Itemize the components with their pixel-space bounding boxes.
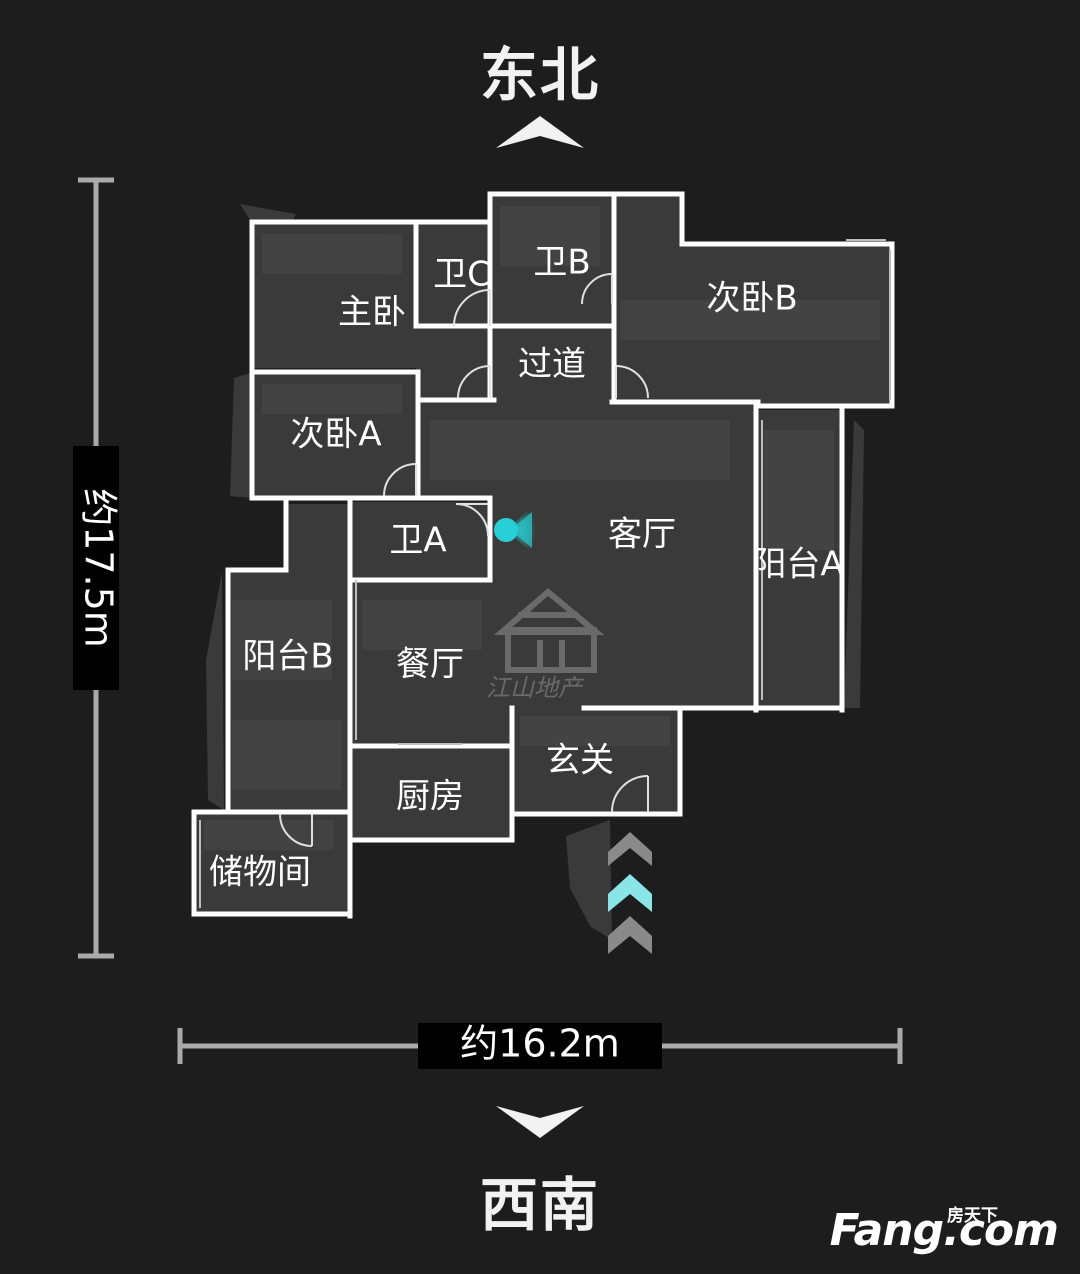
room-labels: 主卧 卫C 卫B 次卧B 过道 次卧A 卫A 客厅 阳台A 阳台B 餐厅 玄关 … xyxy=(209,243,844,893)
height-dimension: 约17.5m xyxy=(73,177,121,959)
watermark-logo: 江山地产 xyxy=(486,588,605,702)
windows xyxy=(199,239,891,908)
room-label-second-bedroom-b: 次卧B xyxy=(706,279,797,319)
room-label-bath-b: 卫B xyxy=(533,243,590,283)
brand-logo: Fang.com xyxy=(829,1205,1059,1256)
room-label-bath-a: 卫A xyxy=(389,521,446,561)
width-dimension-label: 约16.2m xyxy=(460,1022,620,1066)
direction-top-label: 东北 xyxy=(479,41,600,109)
width-dimension: 约16.2m xyxy=(177,1022,903,1069)
floor-area xyxy=(196,196,890,940)
room-label-second-bedroom-a: 次卧A xyxy=(290,415,381,455)
brand-logo-cn: 房天下 xyxy=(947,1206,998,1226)
door-swings xyxy=(279,273,649,847)
room-label-dining-room: 餐厅 xyxy=(396,645,464,685)
room-label-master-bedroom: 主卧 xyxy=(338,293,406,333)
chevron-up-icon[interactable] xyxy=(496,116,584,148)
room-label-bath-c: 卫C xyxy=(433,255,491,295)
room-label-kitchen: 厨房 xyxy=(396,777,464,817)
chevron-down-icon[interactable] xyxy=(496,1106,584,1138)
room-label-corridor: 过道 xyxy=(518,345,586,385)
room-label-balcony-b: 阳台B xyxy=(242,637,333,677)
watermark-text: 江山地产 xyxy=(486,674,584,702)
room-label-balcony-a: 阳台A xyxy=(752,545,843,585)
room-label-storage: 储物间 xyxy=(209,853,311,893)
walls xyxy=(191,191,895,919)
camera-position-icon[interactable] xyxy=(494,504,536,556)
height-dimension-label: 约17.5m xyxy=(77,488,121,648)
room-label-living-room: 客厅 xyxy=(608,515,676,555)
room-label-entrance: 玄关 xyxy=(546,741,614,781)
direction-bottom-label: 西南 xyxy=(479,1171,600,1239)
entry-arrow-icon[interactable] xyxy=(608,832,652,954)
brand-logo-en: Fang.com xyxy=(829,1205,1059,1256)
